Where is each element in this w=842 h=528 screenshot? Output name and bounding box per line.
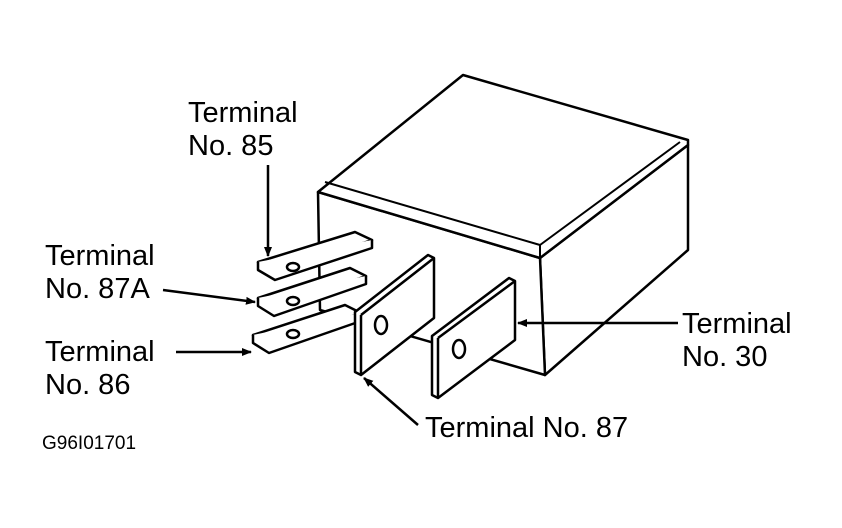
leader-arrows bbox=[162, 165, 678, 426]
label-line: No. 87A bbox=[45, 273, 150, 305]
label-terminal-86: Terminal No. 86 bbox=[45, 336, 155, 402]
label-line: Terminal bbox=[45, 336, 155, 368]
terminal-87-blade bbox=[353, 253, 436, 377]
arrow-87a bbox=[162, 288, 256, 305]
label-line: Terminal bbox=[45, 240, 155, 272]
terminal-30-blade bbox=[430, 276, 517, 400]
label-line: No. 30 bbox=[682, 341, 768, 373]
label-terminal-87a: Terminal No. 87A bbox=[45, 240, 155, 306]
label-line: No. 86 bbox=[45, 369, 131, 401]
label-line: Terminal bbox=[682, 308, 792, 340]
label-terminal-85: Terminal No. 85 bbox=[188, 97, 298, 163]
arrow-87 bbox=[363, 377, 419, 426]
terminal-85-plate bbox=[256, 230, 374, 282]
terminal-87a-plate bbox=[256, 266, 368, 318]
label-line: No. 85 bbox=[188, 130, 274, 162]
label-terminal-30: Terminal No. 30 bbox=[682, 308, 792, 374]
figure-code: G96I01701 bbox=[42, 433, 137, 454]
label-line: Terminal bbox=[188, 97, 298, 129]
label-terminal-87: Terminal No. 87 bbox=[425, 412, 629, 444]
